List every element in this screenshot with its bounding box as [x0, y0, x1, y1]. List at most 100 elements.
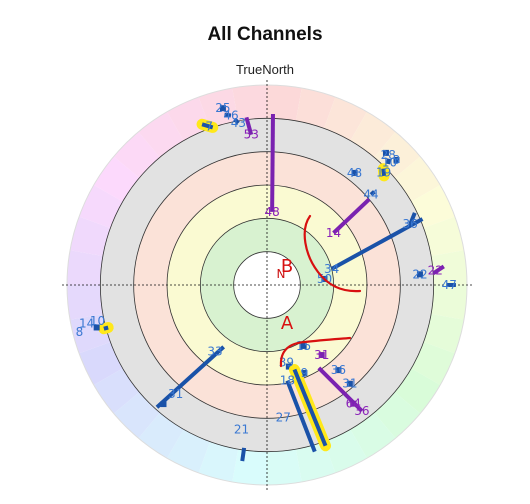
satellite-track	[292, 368, 328, 447]
satellite-label: 7	[205, 119, 213, 133]
satellite-track	[244, 116, 254, 136]
satellite-marker	[335, 367, 342, 374]
hue-segment	[70, 313, 111, 354]
satellite-track	[369, 190, 376, 197]
annotation-curve-b	[303, 214, 362, 293]
satellite-track	[408, 212, 417, 225]
hue-segment	[267, 449, 302, 485]
satellite-label: 48	[264, 205, 279, 219]
hue-segment	[374, 392, 421, 439]
satellite-label: 10	[90, 314, 105, 328]
satellite-label: 22	[412, 267, 427, 281]
chart-subtitle: TrueNorth	[235, 62, 295, 77]
satellite-marker	[285, 363, 292, 370]
hue-segment	[411, 185, 455, 228]
hue-segment	[431, 285, 468, 320]
satellite-marker	[93, 324, 100, 331]
hue-segment	[67, 285, 103, 320]
satellite-track	[201, 122, 214, 130]
satellite-label: 44	[363, 188, 378, 202]
hue-segment	[167, 97, 210, 141]
north-label: N	[277, 267, 286, 281]
satellite-label: 47	[442, 278, 457, 292]
satellite-marker	[346, 380, 353, 387]
satellite-marker	[301, 369, 308, 376]
satellite-label: 21	[234, 422, 249, 436]
satellite-label: 8	[76, 325, 84, 339]
satellite-label: 14	[326, 226, 341, 240]
hue-segment	[423, 313, 464, 354]
annotation-curve-a	[279, 336, 352, 368]
hue-segment	[295, 88, 336, 129]
satellite-track	[240, 447, 247, 462]
hue-segment	[423, 216, 464, 257]
satellite-track	[270, 113, 275, 212]
satellite-track	[332, 197, 371, 235]
crosshair-lines	[62, 80, 472, 490]
satellite-marker	[318, 352, 325, 359]
satellite-label: 33	[207, 345, 222, 359]
elevation-ring	[233, 251, 301, 319]
satellite-label: 36	[354, 404, 369, 418]
satellite-label: 28	[381, 148, 396, 162]
satellite-label: 27	[276, 410, 291, 424]
elevation-ring	[99, 117, 435, 453]
satellite-track	[233, 117, 240, 125]
satellite-marker	[416, 271, 423, 278]
hue-segment	[113, 392, 160, 439]
satellite-label: 48	[347, 166, 362, 180]
satellite-label: 39	[279, 356, 294, 370]
satellite-label: 18	[280, 374, 295, 388]
hue-segment	[79, 185, 123, 228]
satellite-track	[317, 366, 364, 413]
annotation-label-a: A	[281, 313, 294, 334]
satellite-label: 9	[301, 366, 309, 380]
satellite-label: 64	[346, 397, 361, 411]
satellite-label: 34	[324, 262, 339, 276]
hue-segment	[267, 85, 302, 121]
hue-segment	[232, 449, 267, 485]
hue-segment	[431, 250, 468, 285]
hue-segment	[232, 85, 267, 121]
elevation-ring	[133, 151, 401, 419]
satellite-label: 31	[342, 377, 357, 391]
annotation-label-b: B	[281, 256, 293, 277]
satellite-label: 22	[428, 263, 443, 277]
satellite-label: 31	[168, 387, 183, 401]
satellite-track	[381, 168, 387, 177]
satellite-marker	[219, 105, 226, 112]
satellite-marker	[382, 149, 389, 156]
satellite-marker	[300, 342, 307, 349]
satellite-label: 25	[215, 101, 230, 115]
satellite-label: 19	[376, 165, 391, 179]
hue-segment	[198, 441, 239, 482]
satellite-marker	[393, 156, 400, 163]
satellite-track	[155, 345, 226, 409]
satellite-label: 36	[403, 217, 418, 231]
satellite-track	[432, 264, 445, 276]
satellite-track	[330, 217, 424, 271]
satellite-label: 53	[244, 128, 259, 142]
hue-segment	[324, 97, 367, 141]
satellite-label: 3	[393, 153, 401, 167]
satellite-track	[386, 158, 391, 165]
hue-segment	[79, 342, 123, 385]
hue-segment	[70, 216, 111, 257]
annotations: BA	[279, 214, 362, 368]
satellite-track	[103, 325, 109, 331]
hue-segment	[411, 342, 455, 385]
satellite-label: 14	[79, 316, 94, 330]
chart-title: All Channels	[207, 24, 323, 45]
satellite-label: 36	[331, 363, 346, 377]
satellite-label: 46	[223, 108, 238, 122]
satellite-label: 43	[231, 116, 246, 130]
satellite-track	[285, 379, 317, 453]
satellite-tracks	[93, 105, 456, 462]
hue-segment	[295, 441, 336, 482]
hue-segment	[67, 250, 103, 285]
satellite-label: 10	[382, 155, 397, 169]
hue-segment	[198, 88, 239, 129]
satellite-marker	[160, 401, 167, 408]
